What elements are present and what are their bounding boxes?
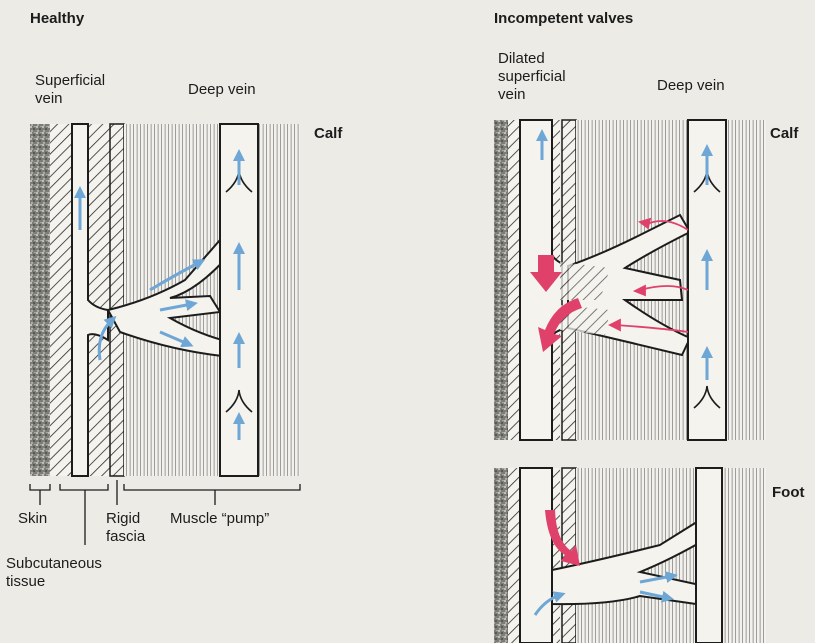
- incompetent-diagram: [494, 120, 766, 643]
- superficial-vein-label-line2: vein: [35, 90, 105, 108]
- subcutaneous-line2: tissue: [6, 573, 102, 591]
- dilated-vein-line1: Dilated: [498, 50, 566, 68]
- deep-vein: [696, 468, 722, 643]
- calf-label: Calf: [314, 125, 342, 143]
- skin-layer: [494, 468, 508, 643]
- dilated-superficial-vein: [520, 468, 552, 643]
- muscle-pump-label: Muscle “pump”: [170, 510, 269, 528]
- rigid-fascia-line2: fascia: [106, 528, 145, 546]
- foot-label: Foot: [772, 484, 804, 502]
- rigid-fascia: [110, 124, 124, 476]
- dilated-vein-line3: vein: [498, 86, 566, 104]
- deep-vein-label-right: Deep vein: [657, 77, 725, 95]
- skin-layer: [30, 124, 50, 476]
- dilated-vein-label: Dilated superficial vein: [498, 50, 566, 104]
- rigid-fascia-label: Rigid fascia: [106, 510, 145, 546]
- subcutaneous-tissue-label: Subcutaneous tissue: [6, 555, 102, 591]
- calf-label-right: Calf: [770, 125, 798, 143]
- healthy-diagram: [30, 124, 300, 545]
- dilated-vein-line2: superficial: [498, 68, 566, 86]
- incompetent-title: Incompetent valves: [494, 10, 633, 28]
- skin-label: Skin: [18, 510, 47, 528]
- rigid-fascia-line1: Rigid: [106, 510, 145, 528]
- superficial-vein-label: Superficial vein: [35, 72, 105, 108]
- skin-layer: [494, 120, 508, 440]
- subcutaneous-line1: Subcutaneous: [6, 555, 102, 573]
- superficial-vein-label-line1: Superficial: [35, 72, 105, 90]
- healthy-title: Healthy: [30, 10, 84, 28]
- deep-vein-label: Deep vein: [188, 81, 256, 99]
